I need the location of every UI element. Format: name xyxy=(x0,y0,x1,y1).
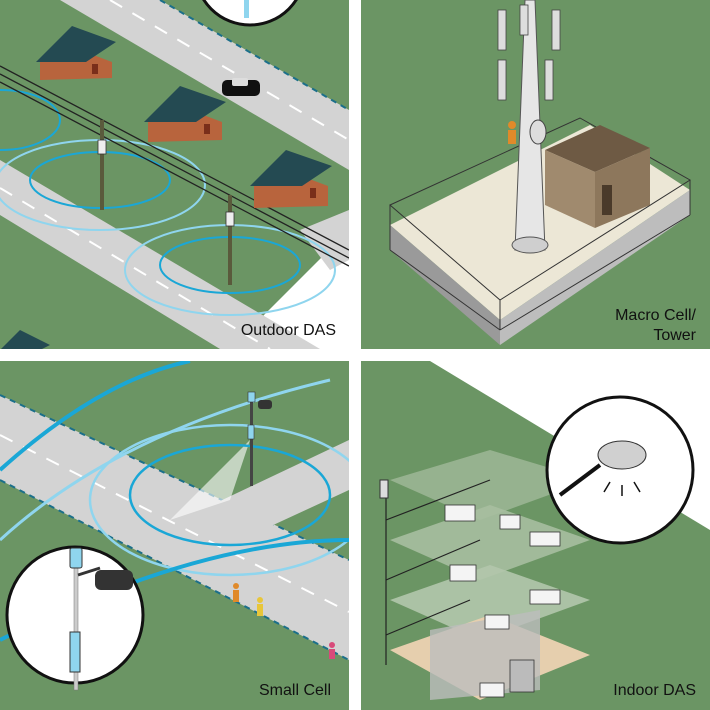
house-3 xyxy=(250,150,332,208)
utility-pole-2 xyxy=(225,195,235,285)
das-cables xyxy=(385,479,491,665)
antenna-cable xyxy=(558,463,602,497)
cross-road xyxy=(180,440,349,545)
small-cell-magnifier xyxy=(5,545,145,691)
das-head-end-icon xyxy=(379,479,389,499)
das-node-icon xyxy=(97,139,107,155)
ceiling-antenna-icon xyxy=(597,440,647,470)
pedestrian-icon xyxy=(257,597,263,616)
upper-road-center-line xyxy=(109,0,349,141)
cross-road xyxy=(300,210,349,270)
road-edge-dashed xyxy=(0,394,349,561)
pad-edge xyxy=(390,225,500,345)
signal-beam xyxy=(170,440,250,520)
das-node-icon xyxy=(225,211,235,227)
house-2 xyxy=(144,86,226,142)
upper-road-edge-dashed xyxy=(159,0,349,111)
power-lines xyxy=(0,65,349,267)
label-outdoor-das: Outdoor DAS xyxy=(241,322,336,339)
coverage-ring xyxy=(0,89,61,151)
pedestrian-icon xyxy=(329,642,335,659)
equipment-shed xyxy=(545,125,650,228)
fence xyxy=(389,117,691,331)
label-small-cell: Small Cell xyxy=(259,682,331,699)
building-floors xyxy=(390,450,590,700)
house-1 xyxy=(36,26,116,80)
car-icon xyxy=(222,78,260,96)
technician-icon xyxy=(508,121,516,144)
house-4-roof xyxy=(1,330,50,349)
label-macro-tower: Tower xyxy=(653,327,696,344)
upper-road xyxy=(60,0,349,170)
pad-edge xyxy=(500,190,690,345)
panel-macro-cell: Macro Cell/ Tower xyxy=(361,0,710,349)
small-cell-pole xyxy=(247,391,272,486)
road-center-line xyxy=(0,434,349,613)
magnifier-circle xyxy=(202,0,298,27)
das-antenna-icon xyxy=(244,0,249,18)
shed-door xyxy=(602,185,612,215)
microwave-dish-icon xyxy=(529,119,547,145)
lower-road-center-line xyxy=(0,187,271,349)
utility-pole-1 xyxy=(97,120,107,210)
antenna-array xyxy=(497,4,561,101)
label-macro-cell: Macro Cell/ xyxy=(615,307,696,324)
office-furniture xyxy=(444,504,561,698)
panel-outdoor-das: Outdoor DAS xyxy=(0,0,349,349)
main-road xyxy=(0,395,349,660)
indoor-das-magnifier xyxy=(545,395,695,545)
panel-indoor-das: Indoor DAS xyxy=(361,361,710,710)
cell-tower xyxy=(497,0,561,254)
panel-small-cell: Small Cell xyxy=(0,361,349,710)
label-indoor-das: Indoor DAS xyxy=(613,682,696,699)
pedestrian-icon xyxy=(233,583,239,602)
